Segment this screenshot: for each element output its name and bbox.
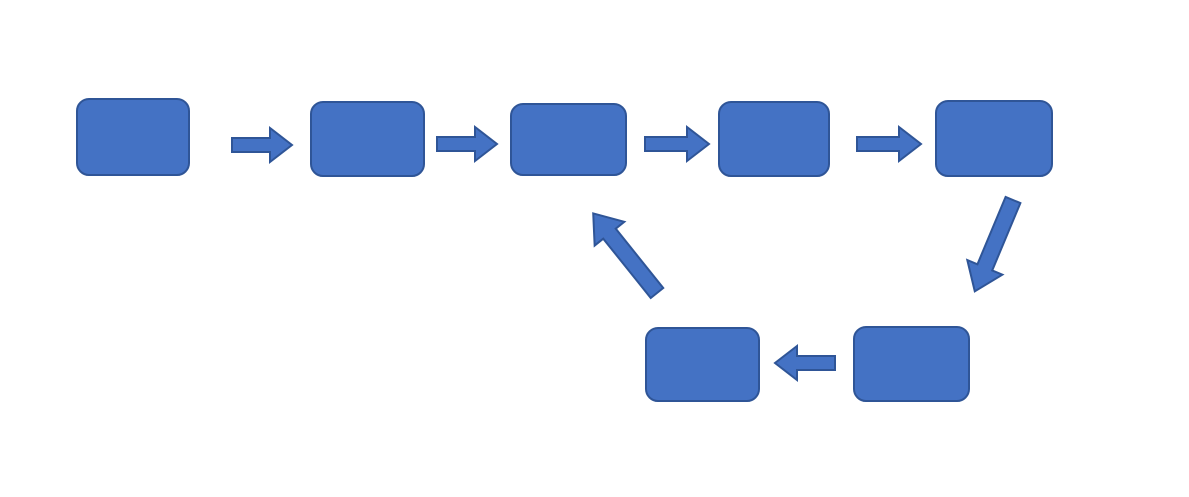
block-arrow-icon: [856, 124, 923, 164]
flow-node-2: [310, 101, 425, 177]
block-arrow-icon: [965, 195, 1022, 293]
flow-node-6: [645, 327, 760, 402]
flow-node-5: [935, 100, 1053, 177]
flow-node-4: [718, 101, 830, 177]
arrow-2-node-2-to-node-3: [436, 124, 499, 164]
arrow-6-node-7-to-node-6: [773, 343, 836, 383]
block-arrow-icon: [231, 125, 294, 165]
block-arrow-icon: [592, 212, 665, 300]
flow-node-1: [76, 98, 190, 176]
arrow-4-node-4-to-node-5: [856, 124, 923, 164]
arrow-3-node-3-to-node-4: [644, 124, 711, 164]
flow-node-7: [853, 326, 970, 402]
arrow-1-node-1-to-node-2: [231, 125, 294, 165]
arrow-5-node-5-to-node-7: [957, 193, 1030, 299]
flow-node-3: [510, 103, 627, 176]
block-arrow-icon: [436, 124, 499, 164]
arrow-7-node-6-to-node-3: [578, 202, 671, 305]
block-arrow-icon: [644, 124, 711, 164]
block-arrow-icon: [773, 343, 836, 383]
